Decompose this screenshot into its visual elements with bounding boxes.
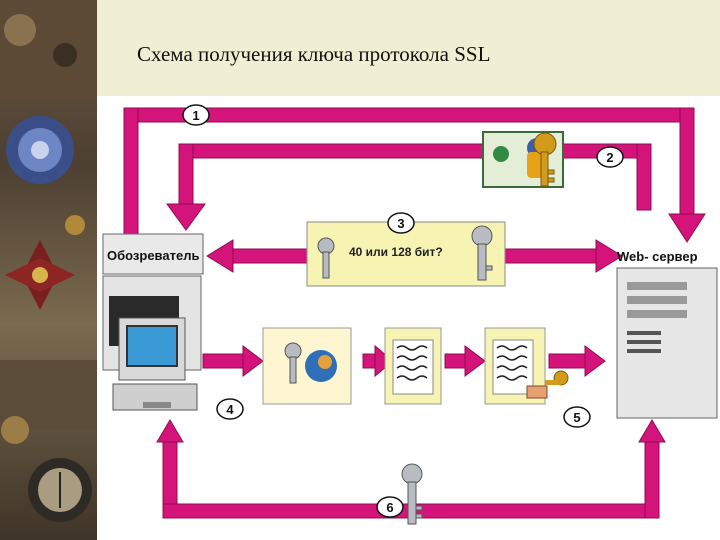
diagram-canvas: 40 или 128 бит? Обозреватель Web- сервер xyxy=(102,104,718,525)
server-label: Web- сервер xyxy=(617,249,698,264)
step-badge-2: 2 xyxy=(596,146,624,168)
step-badge-6: 6 xyxy=(376,496,404,518)
server-icon xyxy=(616,267,718,419)
step-number-4: 4 xyxy=(226,402,234,417)
key-icon-certificate xyxy=(533,132,557,187)
step-badge-4: 4 xyxy=(216,398,244,420)
step-number-6: 6 xyxy=(386,500,393,515)
arrow-4 xyxy=(202,344,606,378)
step-number-5: 5 xyxy=(573,410,580,425)
key-length-question: 40 или 128 бит? xyxy=(349,245,443,259)
step-number-3: 3 xyxy=(397,216,404,231)
ssl-diagram: 40 или 128 бит? Обозреватель Web- сервер xyxy=(97,96,720,540)
hand-key-icon xyxy=(526,370,569,399)
decorative-medals-image xyxy=(0,0,97,522)
browser-computer-icon xyxy=(102,275,202,411)
arrow-1 xyxy=(123,107,706,243)
browser-label-box xyxy=(102,233,204,275)
decorative-photo-strip xyxy=(0,0,97,540)
step-badge-5: 5 xyxy=(563,406,591,428)
key-icon-small xyxy=(317,237,335,279)
key-icon-large xyxy=(471,225,493,281)
step-badge-1: 1 xyxy=(182,104,210,126)
text-document-icon xyxy=(384,327,442,405)
browser-label: Обозреватель xyxy=(107,248,199,263)
key-globe-document-icon xyxy=(262,327,352,405)
key-icon-bottom xyxy=(401,463,423,525)
step-number-2: 2 xyxy=(606,150,613,165)
slide-title: Схема получения ключа протокола SSL xyxy=(137,42,491,66)
title-band xyxy=(97,0,720,96)
step-badge-3: 3 xyxy=(387,212,415,234)
step-number-1: 1 xyxy=(192,108,199,123)
